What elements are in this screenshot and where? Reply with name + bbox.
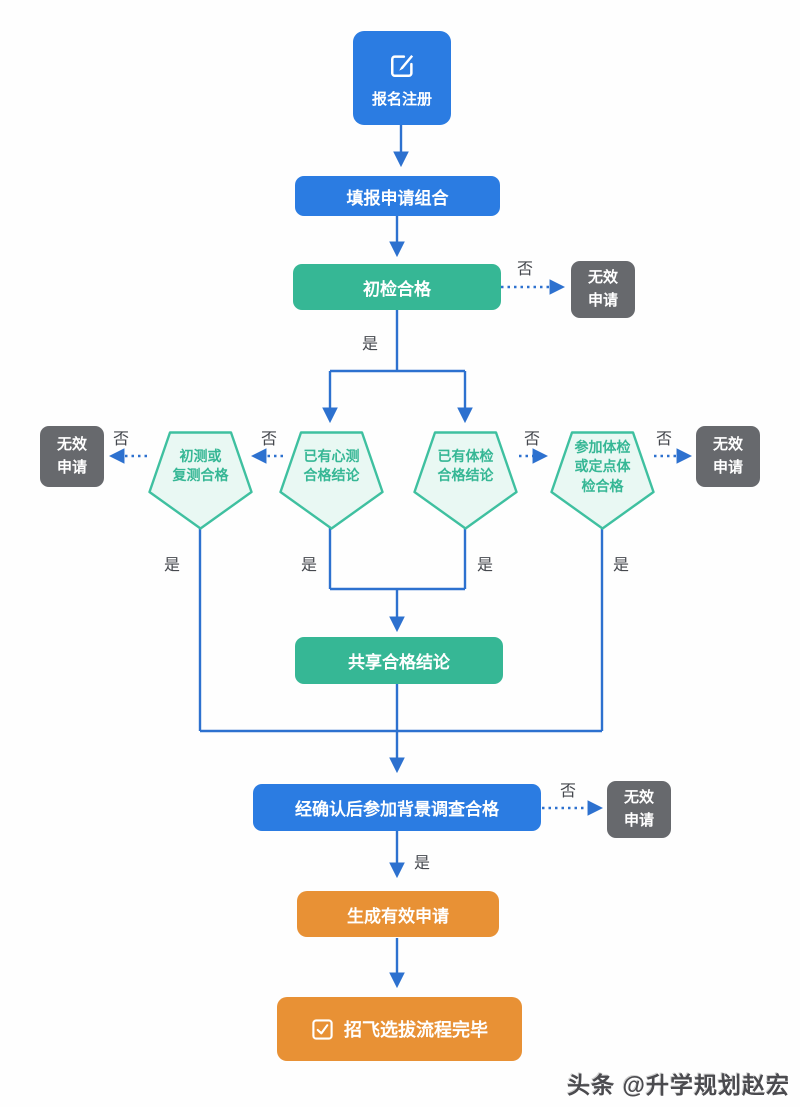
pentagon-medical-label: 已有体检 合格结论 [437,448,494,484]
invalid-line1: 无效 [587,269,618,286]
invalid-line1: 无效 [623,789,654,806]
invalid-line2: 申请 [56,458,87,476]
invalid-line2: 申请 [587,291,618,309]
watermark-text: 头条 @升学规划赵宏 [567,1072,790,1098]
node-invalid-application-left: 无效 申请 [40,426,104,487]
node-invalid-application-right: 无效 申请 [696,426,760,487]
dotted-no-connectors [108,279,693,816]
label-no-pentagon4: 否 [656,431,673,448]
node-invalid-application-bottom: 无效 申请 [607,781,671,838]
node-initial-check: 初检合格 [293,264,501,310]
node-fill-application-label: 填报申请组合 [346,188,449,208]
label-no-pentagon3: 否 [524,431,541,448]
pentagon-take-medical-label: 参加体检 或定点体 检合格 [574,439,631,494]
node-pentagon-medical-result: 已有体检 合格结论 [413,431,518,530]
node-fill-application: 填报申请组合 [295,176,500,216]
pentagon-retest-label: 初测或 复测合格 [172,448,229,484]
label-yes-initial-check: 是 [362,336,379,353]
edit-icon [387,51,417,81]
node-register-label: 报名注册 [371,91,432,108]
node-process-complete-label: 招飞选拔流程完毕 [344,1020,488,1040]
node-share-conclusion-label: 共享合格结论 [348,653,450,672]
invalid-line2: 申请 [623,811,654,829]
label-no-initial-check: 否 [517,261,534,278]
node-invalid-application-top: 无效 申请 [571,261,635,318]
node-generate-application: 生成有效申请 [297,891,499,937]
label-yes-background-check: 是 [414,855,431,872]
label-no-pentagon1: 否 [113,431,130,448]
node-initial-check-label: 初检合格 [363,279,431,299]
pentagon-psych-label: 已有心测 合格结论 [303,448,360,484]
invalid-line2: 申请 [712,458,743,476]
node-background-check-label: 经确认后参加背景调查合格 [295,800,499,819]
node-background-check: 经确认后参加背景调查合格 [253,784,541,831]
solid-connectors [198,125,604,989]
label-yes-pentagon3: 是 [477,557,494,574]
invalid-line1: 无效 [56,436,87,453]
node-pentagon-take-medical: 参加体检 或定点体 检合格 [550,431,655,530]
label-yes-pentagon2: 是 [301,557,318,574]
invalid-line1: 无效 [712,436,743,453]
node-pentagon-psych-test: 已有心测 合格结论 [279,431,384,530]
label-yes-pentagon4: 是 [613,557,630,574]
label-no-pentagon2: 否 [261,431,278,448]
node-pentagon-retest: 初测或 复测合格 [148,431,253,530]
node-generate-application-label: 生成有效申请 [347,906,449,926]
node-register: 报名注册 [353,31,451,125]
label-yes-pentagon1: 是 [164,557,181,574]
checkbox-icon [311,1018,334,1041]
label-no-background-check: 否 [560,783,577,800]
node-share-conclusion: 共享合格结论 [295,637,503,684]
node-process-complete: 招飞选拔流程完毕 [277,997,522,1061]
